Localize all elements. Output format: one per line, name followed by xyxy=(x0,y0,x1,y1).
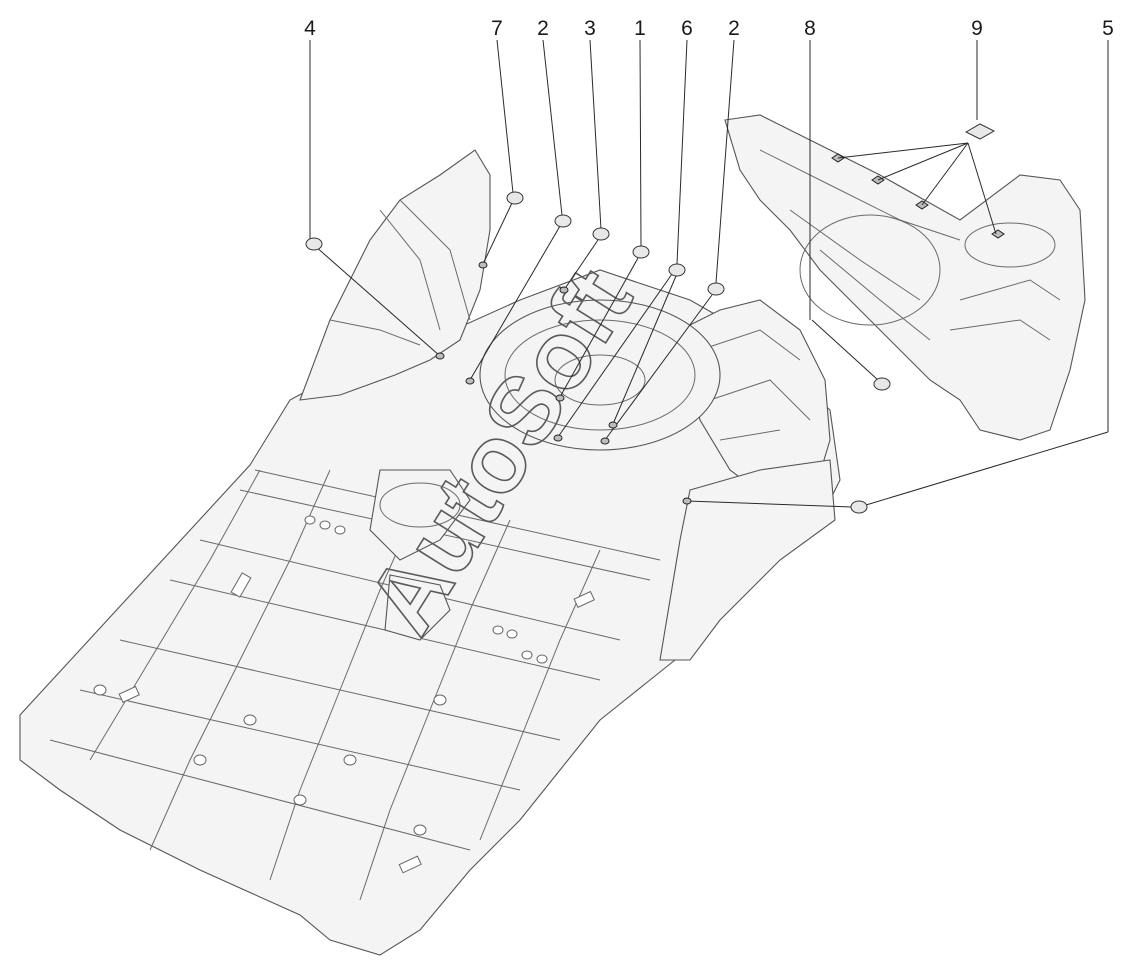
callout-label: 9 xyxy=(971,17,983,40)
luggage-floor-inset xyxy=(724,114,1086,441)
plug-part-4 xyxy=(305,237,323,251)
callout-label: 5 xyxy=(1102,17,1114,40)
callout-label: 3 xyxy=(584,17,596,40)
callout-label: 1 xyxy=(634,17,646,40)
plug-parts xyxy=(305,123,996,514)
plug-part-1 xyxy=(632,245,650,259)
plug-part-5 xyxy=(850,500,868,514)
callout-label: 8 xyxy=(804,17,816,40)
callout-label: 7 xyxy=(491,17,503,40)
callout-label: 2 xyxy=(728,17,740,40)
plug-part-8 xyxy=(873,377,891,391)
plug-part-3 xyxy=(592,227,610,241)
callout-label: 4 xyxy=(304,17,316,40)
plug-part-6 xyxy=(668,263,686,277)
plug-part-2-left xyxy=(554,214,572,228)
callout-labels: 4 7 2 3 1 6 2 8 9 5 xyxy=(304,17,1114,40)
leader-lines xyxy=(309,39,1109,508)
plug-part-2-right xyxy=(707,282,725,296)
callout-label: 6 xyxy=(681,17,693,40)
callout-label: 2 xyxy=(537,17,549,40)
plug-part-7 xyxy=(506,191,524,205)
floor-pan-drawing xyxy=(19,149,841,956)
plug-part-9 xyxy=(964,123,996,140)
